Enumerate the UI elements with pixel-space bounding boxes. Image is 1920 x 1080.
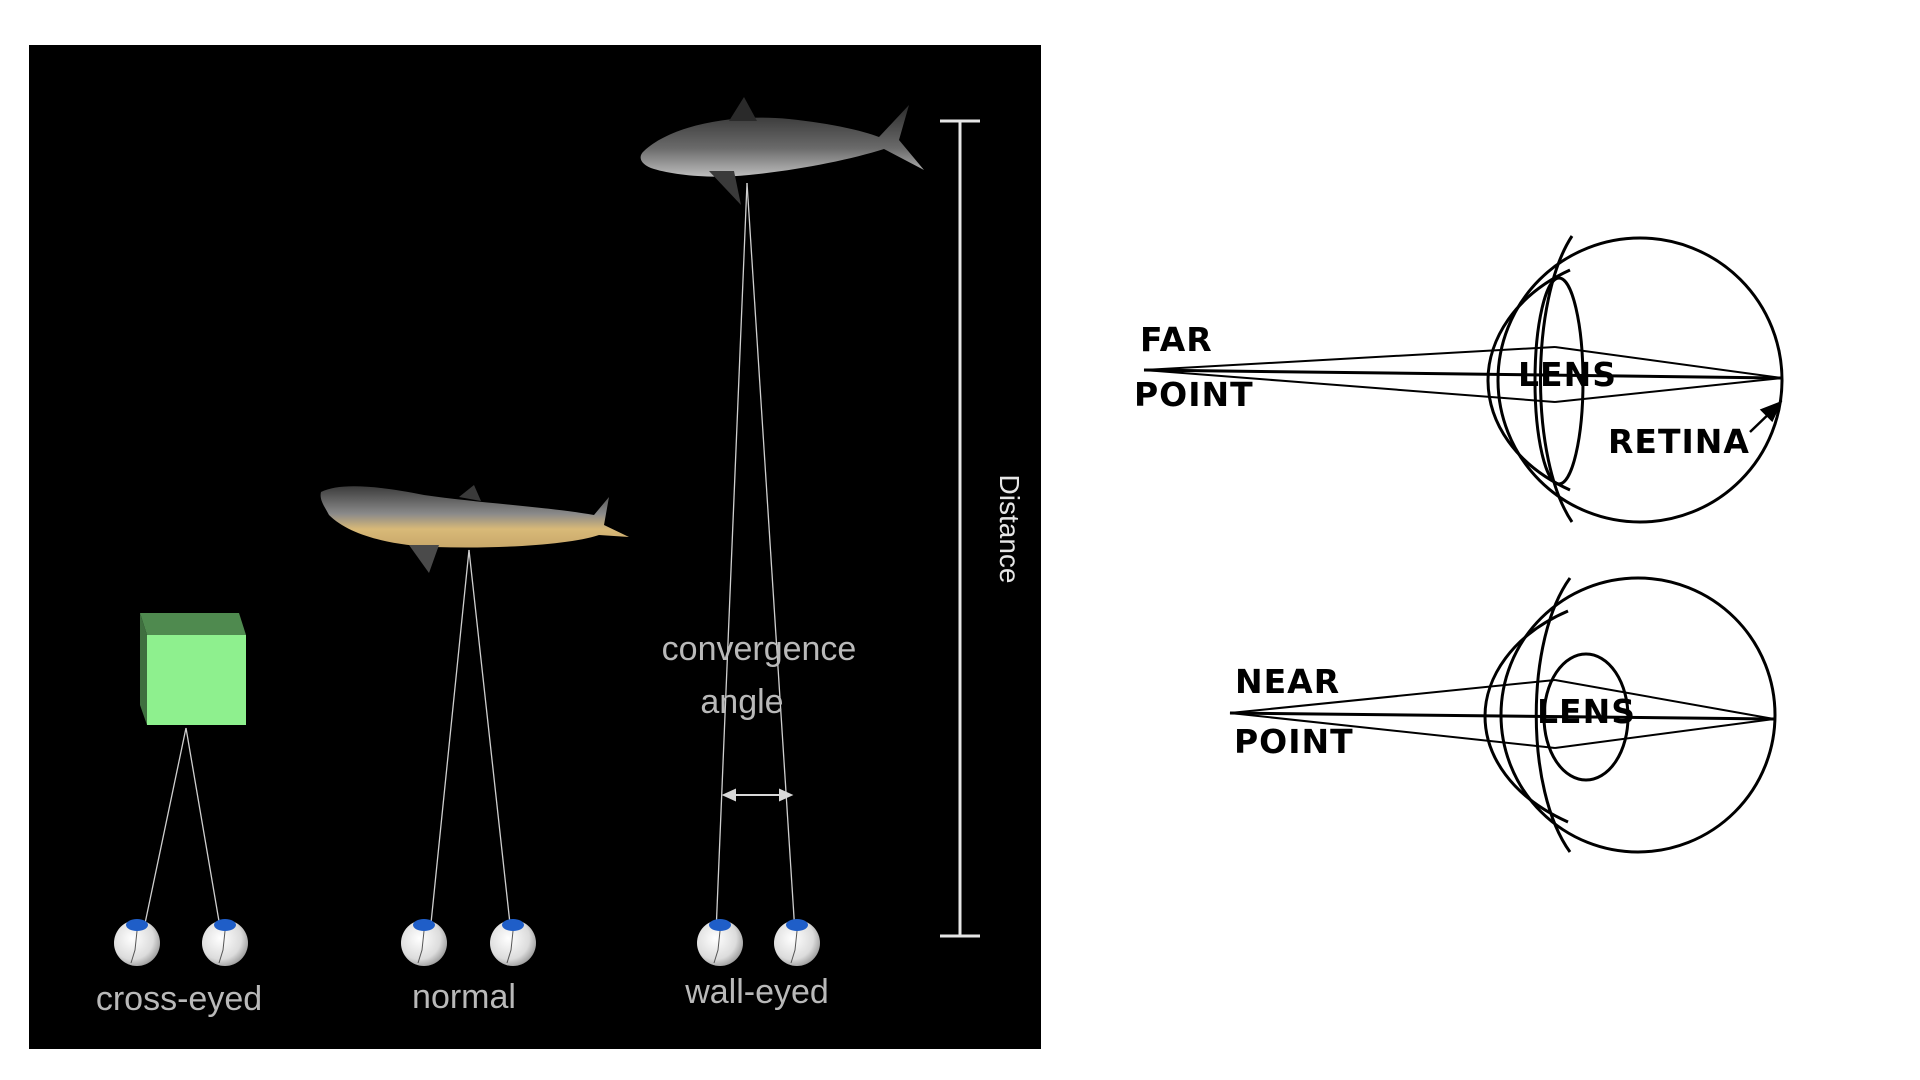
sight-lines-wall-eyed: [715, 182, 796, 934]
retina-label: RETINA: [1608, 422, 1750, 461]
eye-diagrams: [1143, 235, 1784, 854]
convergence-graphics: [114, 97, 980, 966]
eyeball: [202, 919, 248, 966]
group-label-wall-eyed: wall-eyed: [685, 973, 829, 1011]
group-label-cross-eyed: cross-eyed: [95, 980, 263, 1018]
near-point-label-line1: NEAR: [1235, 662, 1341, 701]
accommodation-diagram: FAR POINT LENS RETINA NEAR POINT LENS: [1100, 200, 1920, 900]
far-point-label-line1: FAR: [1140, 320, 1213, 359]
sight-lines-normal: [429, 549, 512, 934]
lens-label-near: LENS: [1537, 692, 1636, 731]
eye-far: [1143, 235, 1784, 524]
convergence-angle-arrow: [721, 788, 794, 802]
shark: [640, 97, 924, 205]
distance-label: Distance: [994, 474, 1025, 584]
distance-scale: [940, 119, 980, 938]
convergence-label-line1: convergence: [661, 630, 857, 668]
green-cube: [140, 613, 246, 725]
retina-arrow: [1749, 400, 1783, 433]
eyeball: [697, 919, 743, 966]
far-point-label-line2: POINT: [1134, 375, 1254, 414]
eyeball: [774, 919, 820, 966]
eye-near: [1229, 576, 1777, 854]
eyeball: [401, 919, 447, 966]
dolphin: [320, 485, 629, 573]
lens-label-far: LENS: [1518, 355, 1617, 394]
eyeball: [114, 919, 160, 966]
eyeball: [490, 919, 536, 966]
convergence-diagram: cross-eyed normal wall-eyed convergence …: [29, 45, 1041, 1049]
convergence-label-line2: angle: [700, 683, 784, 721]
near-point-label-line2: POINT: [1234, 722, 1354, 761]
sight-lines-cross-eyed: [142, 727, 222, 934]
group-label-normal: normal: [412, 978, 516, 1016]
